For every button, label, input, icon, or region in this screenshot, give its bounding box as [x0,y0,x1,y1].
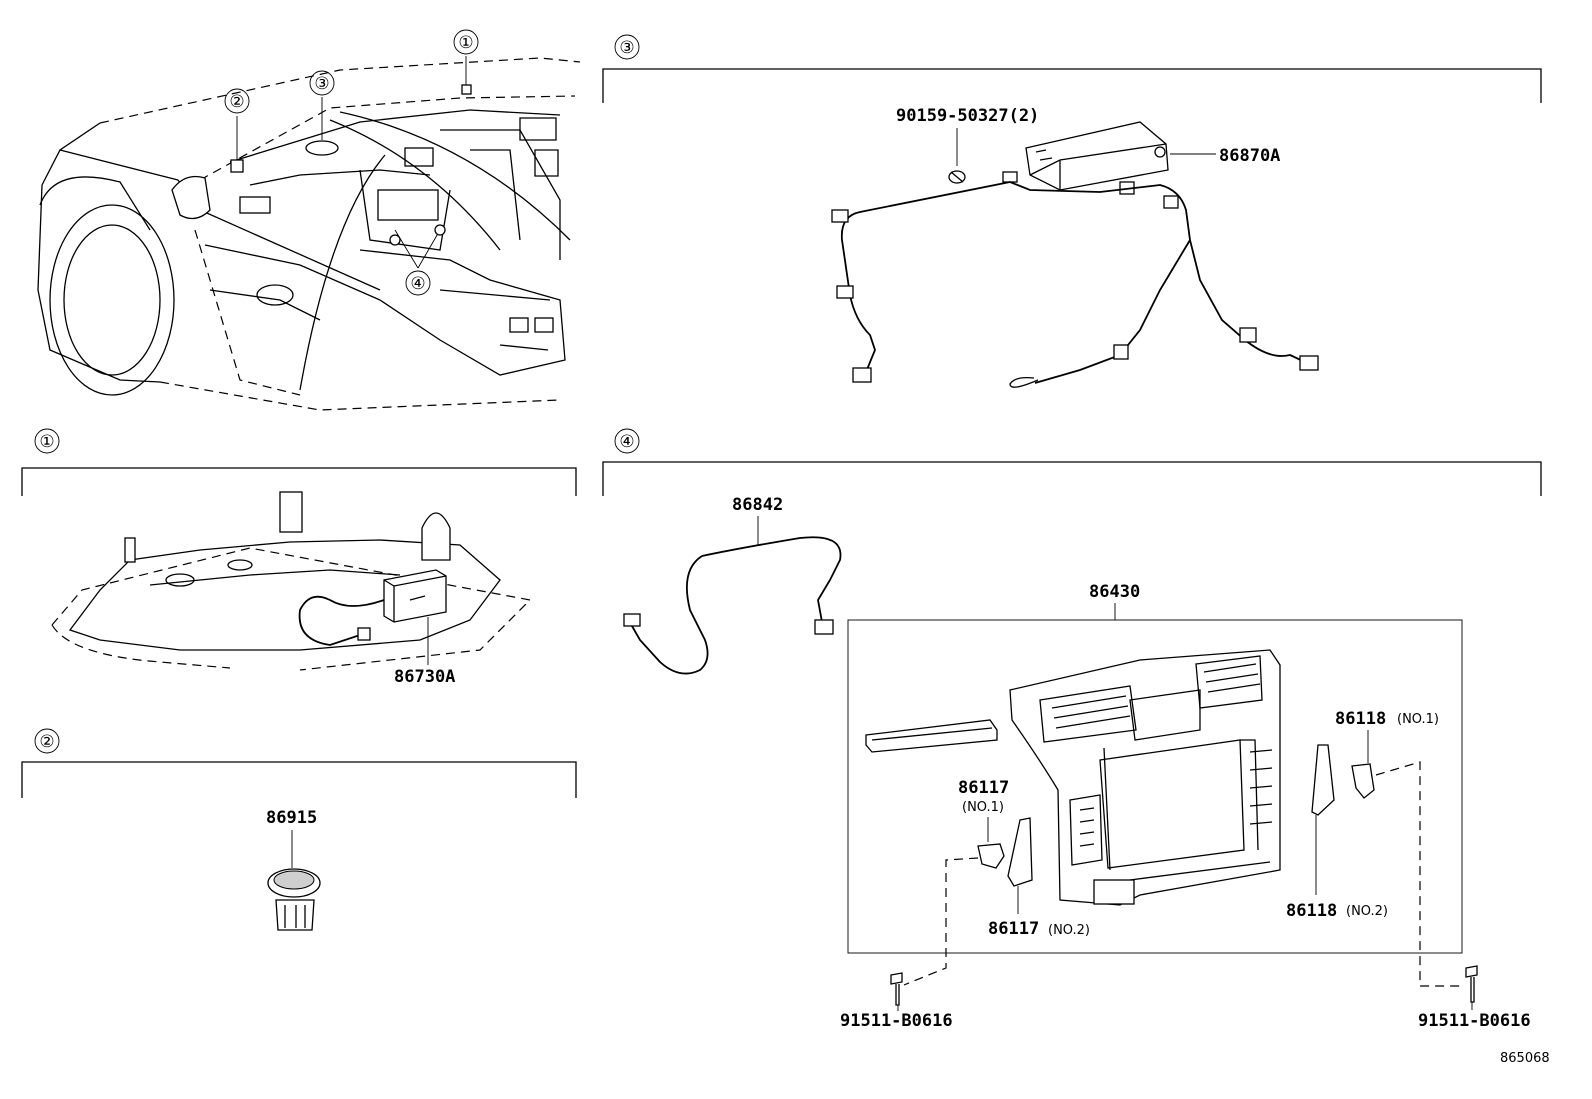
part-91511-right-label: 91511-B0616 [1418,1011,1531,1031]
overview-callout-2: ② [229,92,244,112]
part-86117-no2-sub: (NO.2) [1048,923,1090,938]
bracket-86117-no2 [1007,817,1033,887]
section-2-bracket [21,761,577,798]
bracket-86117-no1 [977,843,1005,869]
overview-callout-3: ③ [314,74,329,94]
section-4-marker: ④ [619,432,634,452]
assembly-86430-frame [847,619,1463,954]
side-panel [865,719,998,753]
part-86730A-label: 86730A [394,667,455,687]
bracket-86118-no1 [1351,763,1375,799]
part-86915-label: 86915 [266,808,317,828]
section-4: ④ 86842 86430 [602,428,1542,1031]
display-unit-illustration [1009,649,1281,906]
part-86117-no2-label: 86117 [988,919,1039,939]
part-86430-label: 86430 [1089,582,1140,602]
part-86117-no1-label: 86117 [958,778,1009,798]
part-90159-label: 90159-50327(2) [896,106,1039,126]
figure-id: 865068 [1500,1051,1550,1066]
section-3-bracket [602,68,1542,103]
part-91511-left-label: 91511-B0616 [840,1011,953,1031]
vehicle-overview: ① ② ③ ④ [37,29,581,411]
module-86870A-illustration [1002,121,1169,195]
harness-illustration [831,181,1319,388]
overview-callout-4: ④ [410,274,425,294]
bolt-right [1465,965,1478,1003]
part-86842-label: 86842 [732,495,783,515]
bolt-left [890,972,903,1006]
bracket-86118-no2 [1311,744,1335,816]
part-86118-no2-label: 86118 [1286,901,1337,921]
section-4-bracket [602,461,1542,496]
section-1: ① 86730A [21,428,577,687]
part-86118-no2-sub: (NO.2) [1346,904,1388,919]
roof-console-illustration [51,491,532,671]
section-2: ② 86915 [21,728,577,931]
section-3-marker: ③ [619,38,634,58]
section-3: ③ 90159-50327(2) 86870A [602,34,1542,388]
part-86117-no1-sub: (NO.1) [962,800,1004,815]
section-1-marker: ① [39,432,54,452]
part-86118-no1-label: 86118 [1335,709,1386,729]
clip-86915-illustration [267,868,321,931]
section-1-bracket [21,467,577,496]
section-2-marker: ② [39,732,54,752]
overview-callout-1: ① [458,33,473,53]
part-86118-no1-sub: (NO.1) [1397,712,1439,727]
part-86870A-label: 86870A [1219,146,1280,166]
cable-86842-illustration [623,536,842,675]
